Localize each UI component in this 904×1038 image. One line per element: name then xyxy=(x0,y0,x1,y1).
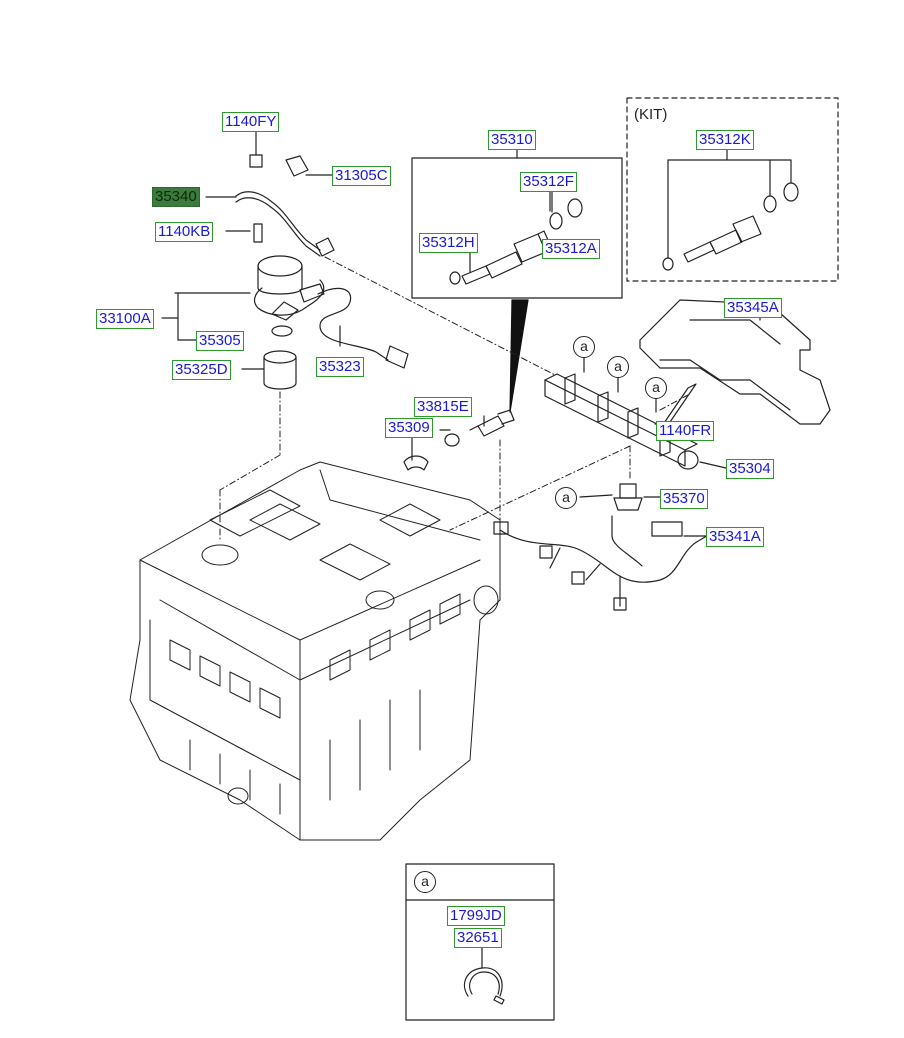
harness-drawing xyxy=(493,515,711,611)
part-35304[interactable]: 35304 xyxy=(726,459,774,479)
part-35312K[interactable]: 35312K xyxy=(696,130,754,150)
engine-block-drawing xyxy=(129,461,501,841)
callout-a-2[interactable]: a xyxy=(607,356,629,378)
kit-box xyxy=(626,97,839,282)
part-35370[interactable]: 35370 xyxy=(660,489,708,509)
part-35340[interactable]: 35340 xyxy=(152,187,200,207)
part-35310[interactable]: 35310 xyxy=(488,130,536,150)
part-35312H[interactable]: 35312H xyxy=(419,233,478,253)
part-35345A[interactable]: 35345A xyxy=(724,298,782,318)
part-35305[interactable]: 35305 xyxy=(196,331,244,351)
part-1140KB[interactable]: 1140KB xyxy=(155,222,214,242)
injector-box xyxy=(411,157,623,299)
fuel-rail-drawing xyxy=(544,354,727,470)
part-1140FR[interactable]: 1140FR xyxy=(656,421,715,441)
callout-a-1[interactable]: a xyxy=(573,336,595,358)
clip-drawing xyxy=(463,945,505,1005)
callout-a-detail: a xyxy=(414,871,436,893)
callout-a-4[interactable]: a xyxy=(555,487,577,509)
callout-a-3[interactable]: a xyxy=(645,377,667,399)
part-35341A[interactable]: 35341A xyxy=(706,527,764,547)
sensor-drawing xyxy=(579,483,661,511)
part-1799JD[interactable]: 1799JD xyxy=(447,906,505,926)
fuel-pump-drawing xyxy=(161,131,409,390)
part-35312A[interactable]: 35312A xyxy=(542,239,600,259)
part-31305C[interactable]: 31305C xyxy=(332,166,391,186)
part-35325D[interactable]: 35325D xyxy=(172,360,231,380)
injector-33815E-drawing xyxy=(403,409,515,471)
detail-box xyxy=(405,863,555,1021)
part-35312F[interactable]: 35312F xyxy=(520,172,577,192)
part-33100A[interactable]: 33100A xyxy=(96,309,154,329)
part-35323[interactable]: 35323 xyxy=(316,357,364,377)
part-1140FY[interactable]: 1140FY xyxy=(222,112,280,132)
kit-label: (KIT) xyxy=(634,106,668,123)
part-35309[interactable]: 35309 xyxy=(385,418,433,438)
kit-injector-drawing xyxy=(662,146,799,271)
part-33815E[interactable]: 33815E xyxy=(414,397,472,417)
part-32651[interactable]: 32651 xyxy=(454,928,502,948)
